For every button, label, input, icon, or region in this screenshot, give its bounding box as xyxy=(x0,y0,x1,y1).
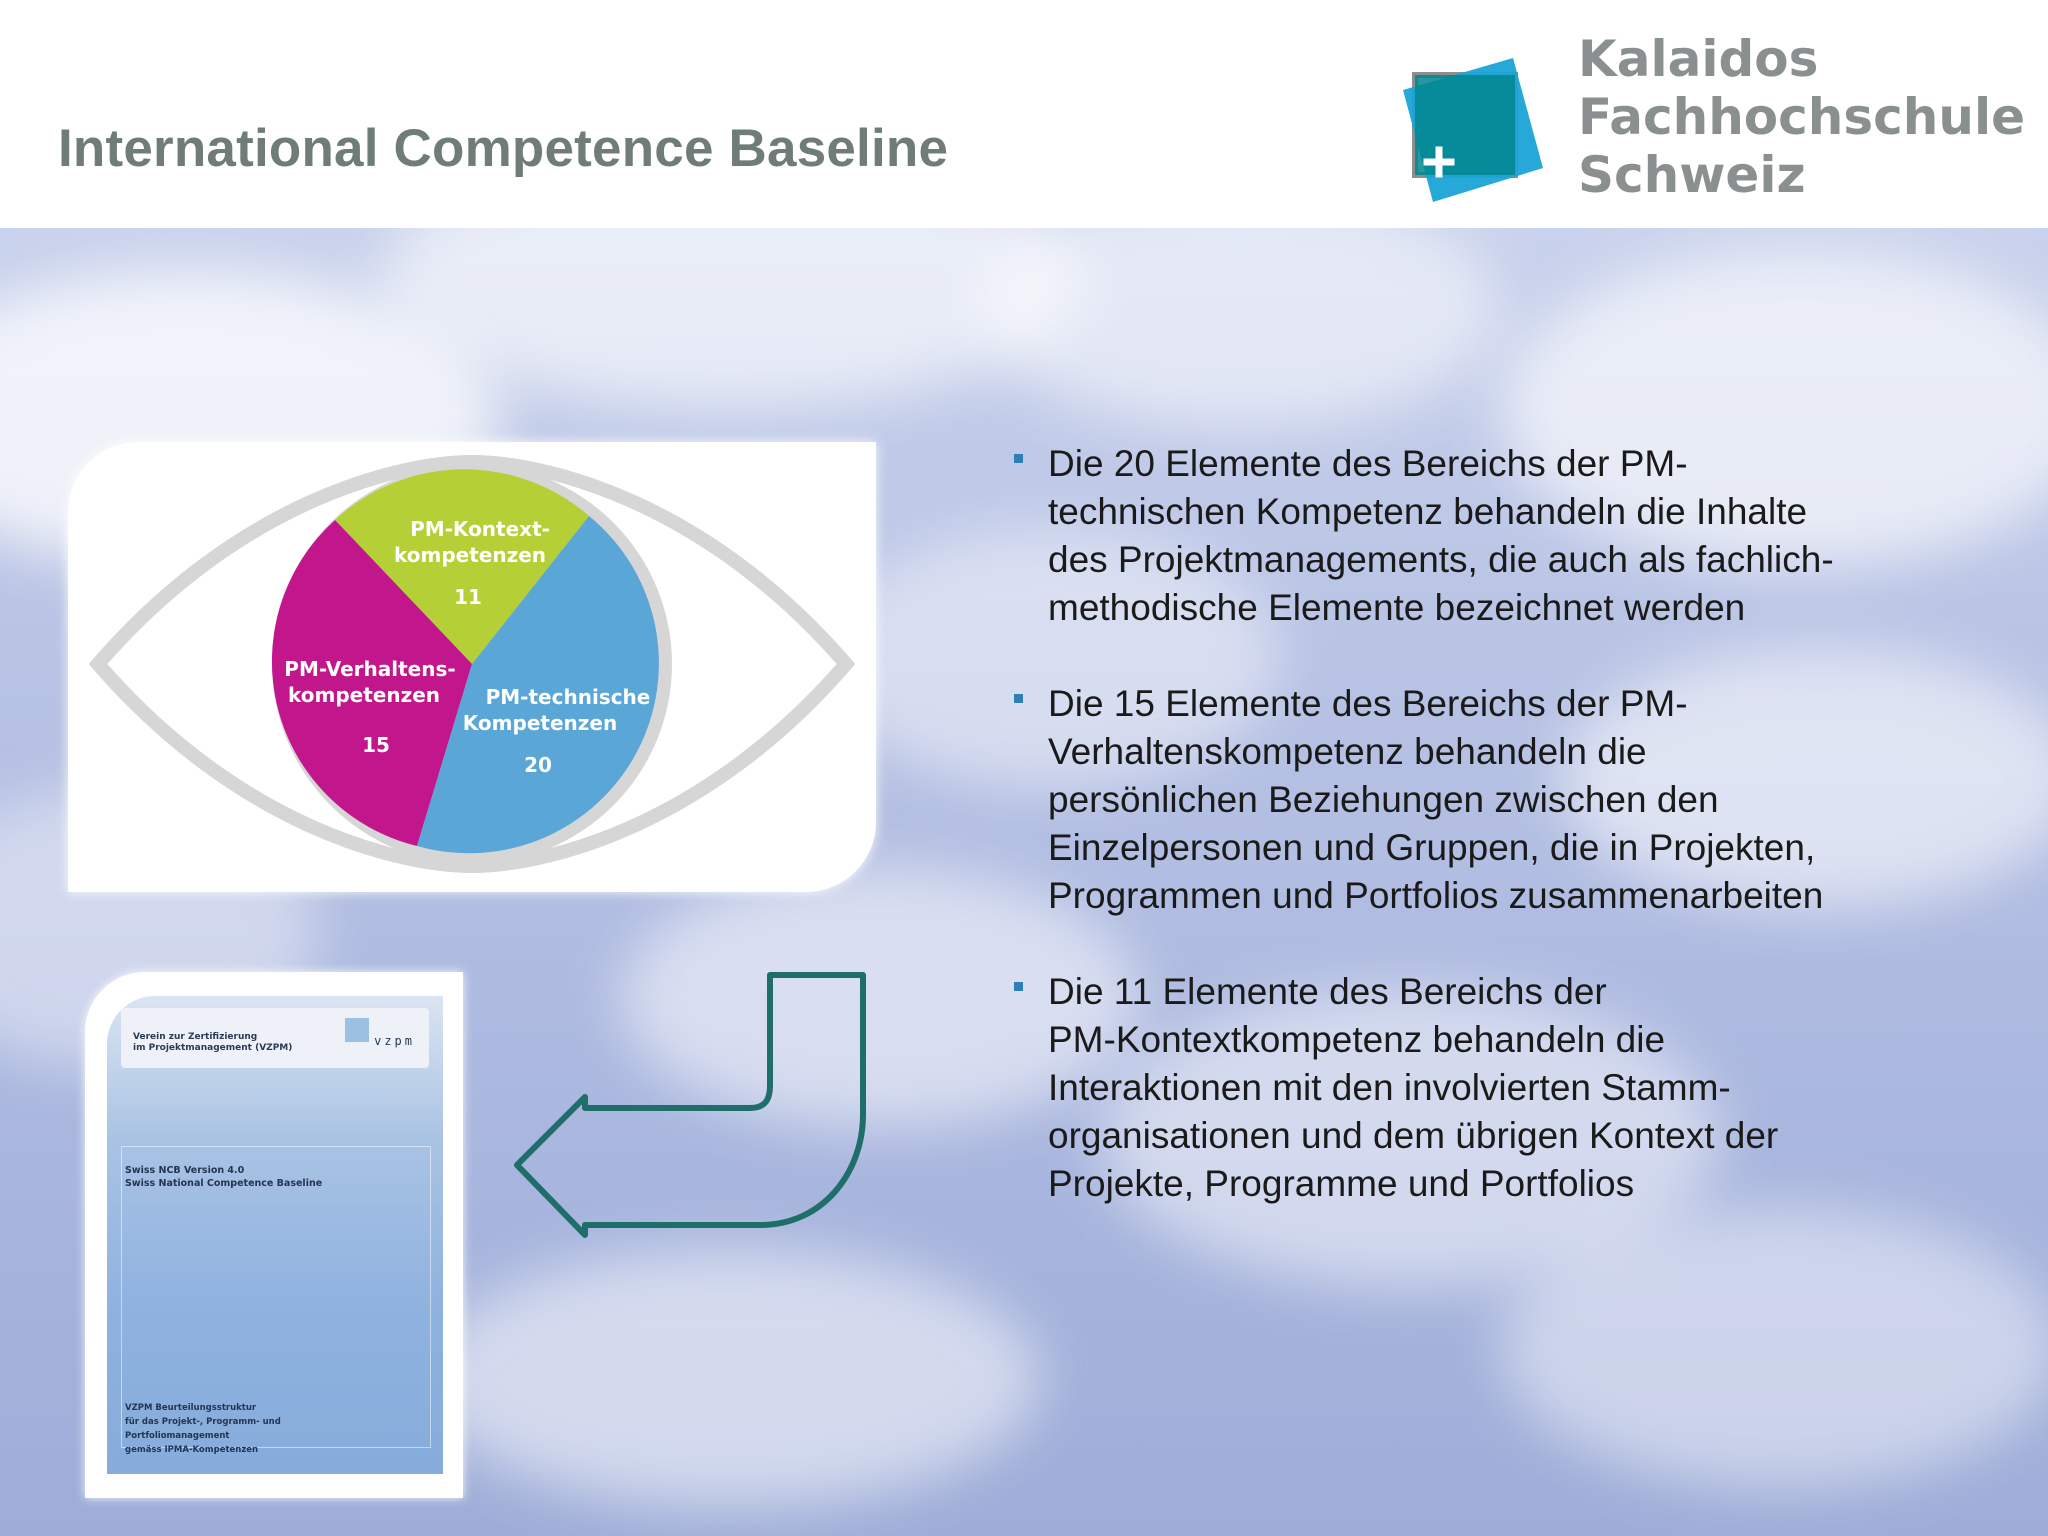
bullet-marker-icon xyxy=(1014,694,1023,703)
bullet-2-line-4: Einzelpersonen und Gruppen, die in Proje… xyxy=(1048,827,1816,868)
document-brand: vzpm xyxy=(374,1034,415,1048)
label-technische-line1: PM-technische xyxy=(486,685,651,709)
segment-pm-technische xyxy=(417,516,659,854)
bullet-2-line-1: Die 15 Elemente des Bereichs der PM- xyxy=(1048,683,1688,724)
document-header-band: Verein zur Zertifizierung im Projektmana… xyxy=(121,1008,429,1068)
label-technische-line2: Kompetenzen xyxy=(463,711,617,735)
logo-line-1: Kalaidos xyxy=(1578,30,1819,88)
curved-arrow-icon xyxy=(514,972,866,1238)
eye-diagram-graphic: PM-Kontext- kompetenzen 11 PM-Verhaltens… xyxy=(88,454,856,874)
segment-pm-kontext xyxy=(335,469,589,664)
subtitle-line-1: Swiss NCB Version 4.0 xyxy=(125,1165,245,1176)
label-kontext-count: 11 xyxy=(454,585,482,609)
bullet-marker-icon xyxy=(1014,982,1023,991)
logo-line-2: Fachhochschule xyxy=(1578,88,2026,146)
bullet-3-line-1: Die 11 Elemente des Bereichs der xyxy=(1048,971,1607,1012)
bullet-1-line-4: methodische Elemente bezeichnet werden xyxy=(1048,587,1746,628)
document-footer-text: VZPM Beurteilungsstruktur für das Projek… xyxy=(125,1401,281,1457)
subtitle-line-2: Swiss National Competence Baseline xyxy=(125,1178,323,1189)
kalaidos-logo-mark-icon xyxy=(1403,58,1543,202)
bullet-marker-icon xyxy=(1014,454,1023,463)
label-kontext-line2: kompetenzen xyxy=(394,543,546,567)
document-content-frame xyxy=(121,1146,431,1448)
label-verhaltens-line2: kompetenzen xyxy=(288,683,440,707)
bullet-item-kontext: Die 11 Elemente des Bereichs der PM-Kont… xyxy=(1010,968,2010,1208)
kalaidos-wordmark: Kalaidos Fachhochschule Schweiz xyxy=(1578,30,2025,204)
label-technische-count: 20 xyxy=(524,753,552,777)
bullet-3-line-4: organisationen und dem übrigen Kontext d… xyxy=(1048,1115,1779,1156)
document-cover-page: Verein zur Zertifizierung im Projektmana… xyxy=(107,996,443,1474)
org-line-1: Verein zur Zertifizierung xyxy=(133,1032,258,1042)
footer-line-2: für das Projekt-, Programm- und xyxy=(125,1417,281,1427)
document-organisation: Verein zur Zertifizierung im Projektmana… xyxy=(133,1032,292,1054)
footer-line-1: VZPM Beurteilungsstruktur xyxy=(125,1403,257,1413)
bullet-2-line-5: Programmen und Portfolios zusammenarbeit… xyxy=(1048,875,1824,916)
footer-line-4: gemäss IPMA-Kompetenzen xyxy=(125,1445,259,1455)
competence-eye-diagram: PM-Kontext- kompetenzen 11 PM-Verhaltens… xyxy=(68,442,876,892)
kalaidos-logo: Kalaidos Fachhochschule Schweiz xyxy=(1395,30,2025,210)
org-line-2: im Projektmanagement (VZPM) xyxy=(133,1043,293,1053)
logo-line-3: Schweiz xyxy=(1578,146,1806,204)
bullet-1-line-1: Die 20 Elemente des Bereichs der PM- xyxy=(1048,443,1688,484)
footer-line-3: Portfoliomanagement xyxy=(125,1431,230,1441)
bullet-2-line-2: Verhaltenskompetenz behandeln die xyxy=(1048,731,1647,772)
slide-title: International Competence Baseline xyxy=(58,119,949,178)
segment-pm-verhaltens xyxy=(271,520,472,846)
bullet-1-line-2: technischen Kompetenz behandeln die Inha… xyxy=(1048,491,1808,532)
bullet-list: Die 20 Elemente des Bereichs der PM- tec… xyxy=(1010,440,2010,1256)
bullet-item-verhaltens: Die 15 Elemente des Bereichs der PM- Ver… xyxy=(1010,680,2010,920)
slide-header: International Competence Baseline Kalaid… xyxy=(0,0,2048,228)
ncb-document-cover: Verein zur Zertifizierung im Projektmana… xyxy=(85,972,463,1498)
bullet-1-line-3: des Projektmanagements, die auch als fac… xyxy=(1048,539,1834,580)
label-kontext-line1: PM-Kontext- xyxy=(410,517,550,541)
label-verhaltens-line1: PM-Verhaltens- xyxy=(284,657,455,681)
vzpm-logo-icon xyxy=(345,1018,369,1042)
bullet-2-line-3: persönlichen Beziehungen zwischen den xyxy=(1048,779,1719,820)
bullet-3-line-5: Projekte, Programme und Portfolios xyxy=(1048,1163,1635,1204)
bullet-3-line-2: PM-Kontextkompetenz behandeln die xyxy=(1048,1019,1666,1060)
bullet-3-line-3: Interaktionen mit den involvierten Stamm… xyxy=(1048,1067,1731,1108)
label-verhaltens-count: 15 xyxy=(362,733,390,757)
bullet-item-technische: Die 20 Elemente des Bereichs der PM- tec… xyxy=(1010,440,2010,632)
document-subtitle: Swiss NCB Version 4.0 Swiss National Com… xyxy=(125,1164,322,1190)
